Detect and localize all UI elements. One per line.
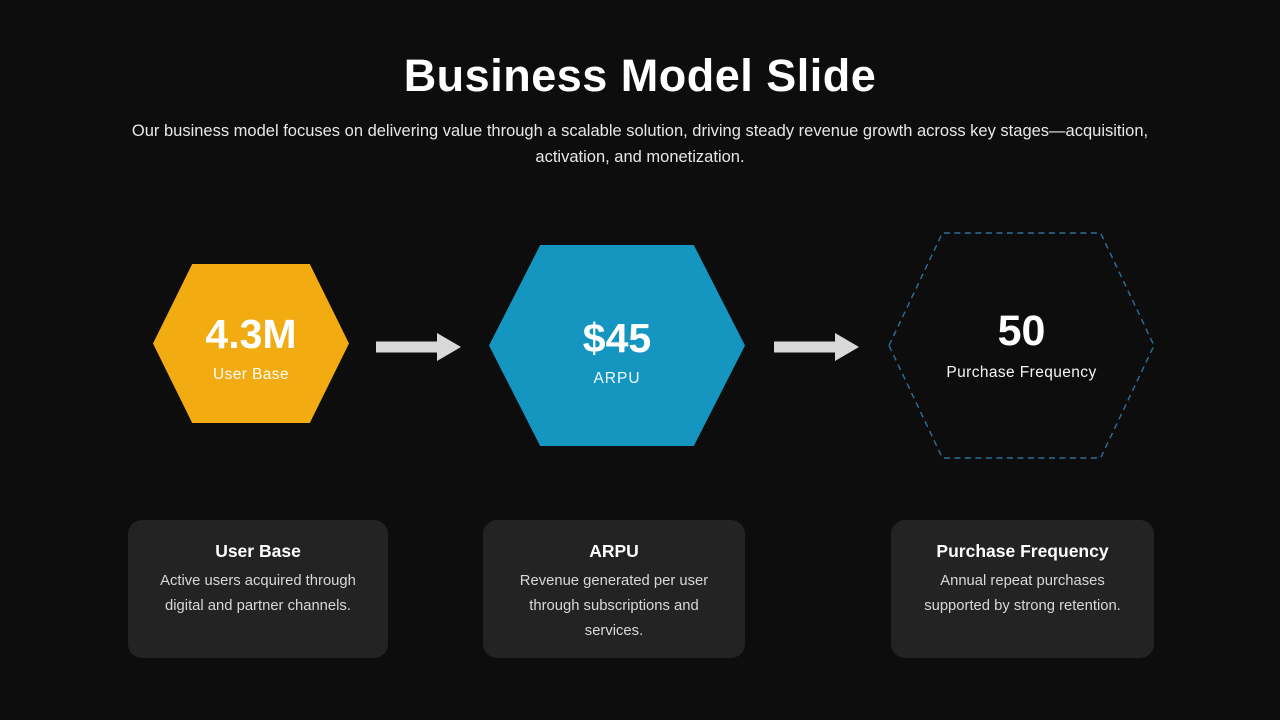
card-title: Purchase Frequency (936, 541, 1109, 561)
stage-label-user-base: User Base (213, 365, 289, 383)
card-title: User Base (215, 541, 301, 561)
slide-title: Business Model Slide (403, 50, 877, 101)
stage-user-base: 4.3M User Base (153, 264, 349, 423)
hexagon-shape-blue (489, 245, 745, 446)
hexagon-shape-orange (153, 264, 349, 423)
arrow-right-icon (774, 333, 859, 361)
arrow-right-icon (376, 333, 461, 361)
slide-subtitle: Our business model focuses on delivering… (131, 122, 1149, 166)
card-arpu: ARPU Revenue generated per user through … (483, 520, 745, 658)
stage-value-arpu: $45 (582, 315, 652, 362)
stage-value-purchase-frequency: 50 (997, 307, 1046, 356)
stage-purchase-frequency: 50 Purchase Frequency (888, 232, 1155, 459)
card-description: Annual repeat purchases supported by str… (924, 573, 1121, 614)
card-description: Revenue generated per user through subsc… (519, 573, 709, 639)
stage-value-user-base: 4.3M (205, 311, 297, 358)
card-user-base: User Base Active users acquired through … (128, 520, 388, 658)
stage-arpu: $45 ARPU (489, 245, 745, 446)
stage-label-arpu: ARPU (593, 369, 641, 387)
card-purchase-frequency: Purchase Frequency Annual repeat purchas… (891, 520, 1154, 658)
card-title: ARPU (589, 541, 639, 561)
stage-label-purchase-frequency: Purchase Frequency (946, 363, 1097, 381)
card-description: Active users acquired through digital an… (160, 573, 356, 614)
